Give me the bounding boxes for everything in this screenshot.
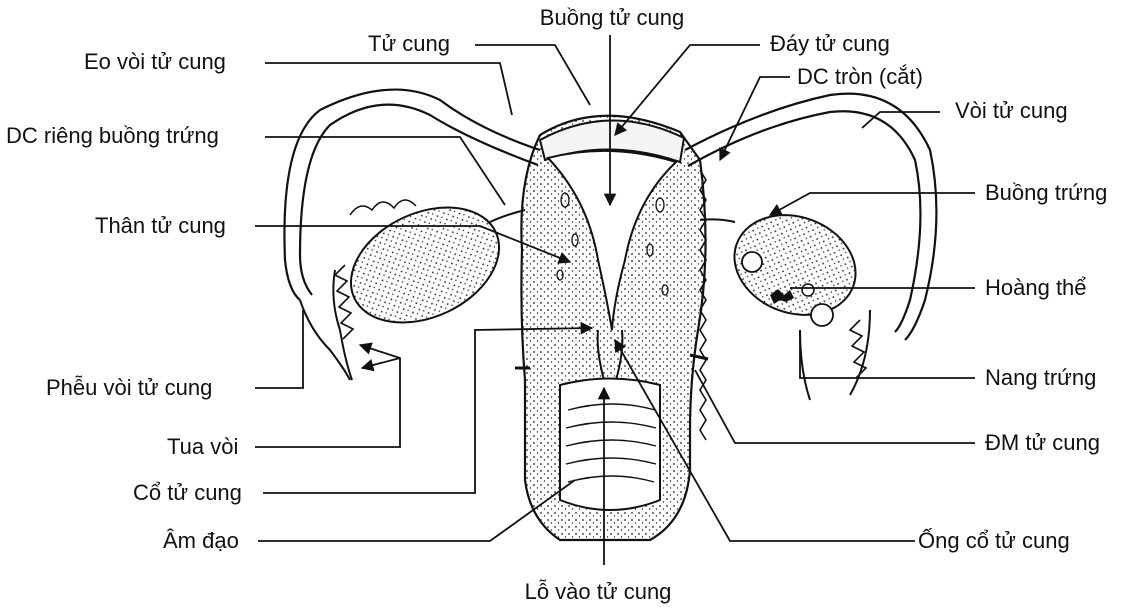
- label-lo-vao-tu-cung: Lỗ vào tử cung: [525, 581, 672, 603]
- label-pheu-voi-tu-cung: Phễu vòi tử cung: [46, 377, 212, 399]
- label-nang-trung: Nang trứng: [985, 367, 1096, 389]
- label-hoang-the: Hoàng thể: [985, 277, 1087, 299]
- label-eo-voi-tu-cung: Eo vòi tử cung: [84, 51, 226, 73]
- label-dc-rieng-buong-trung: DC riêng buồng trứng: [6, 125, 219, 147]
- label-tua-voi: Tua vòi: [167, 436, 238, 458]
- label-than-tu-cung: Thân tử cung: [95, 215, 226, 237]
- label-am-dao: Âm đạo: [163, 530, 239, 552]
- label-buong-trung: Buồng trứng: [985, 182, 1107, 204]
- label-dc-tron: DC tròn (cắt): [797, 66, 923, 88]
- label-co-tu-cung: Cổ tử cung: [133, 482, 242, 504]
- label-ong-co-tu-cung: Ống cổ tử cung: [918, 530, 1070, 552]
- label-day-tu-cung: Đáy tử cung: [770, 33, 890, 55]
- label-voi-tu-cung: Vòi tử cung: [955, 100, 1068, 122]
- label-tu-cung: Tử cung: [368, 33, 450, 55]
- right-adnexa: [685, 94, 936, 400]
- label-buong-tu-cung: Buồng tử cung: [540, 7, 684, 29]
- label-dm-tu-cung: ĐM tử cung: [985, 432, 1100, 454]
